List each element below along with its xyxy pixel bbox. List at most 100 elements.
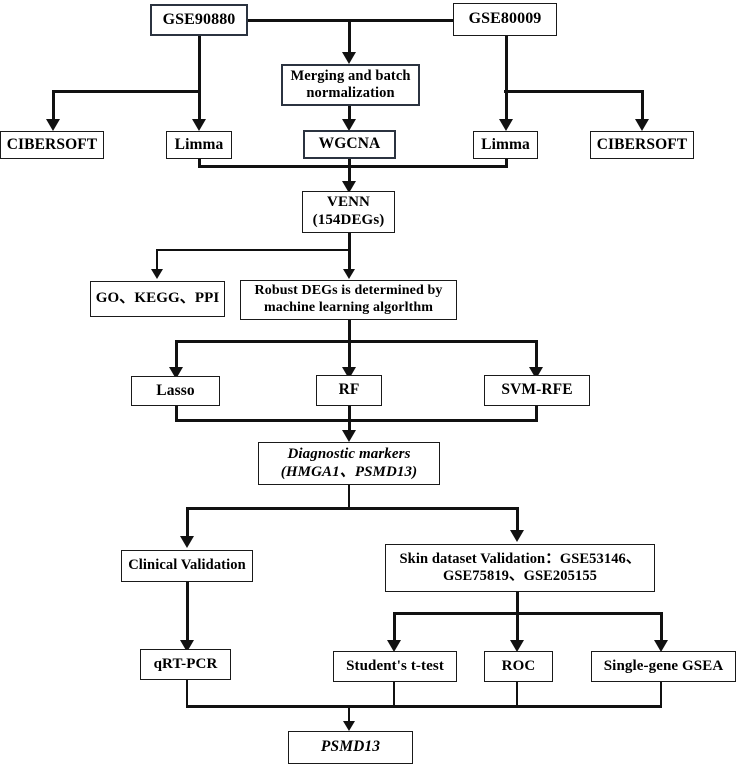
arrowhead-roc xyxy=(510,640,524,652)
node-gse90880-label: GSE90880 xyxy=(162,10,236,28)
arrowhead-skin-validation xyxy=(510,530,524,542)
node-qrt-pcr: qRT-PCR xyxy=(140,649,231,680)
arrowhead-students-t-test xyxy=(387,640,401,652)
node-cibersoft-right-label: CIBERSOFT xyxy=(596,135,688,153)
arrowhead-enrichment xyxy=(151,269,163,279)
node-single-gene-gsea-label: Single-gene GSEA xyxy=(603,657,724,674)
arrowhead-robust-degs xyxy=(343,269,355,279)
edge-skin-down xyxy=(516,592,519,614)
edge-venn-merge-bar xyxy=(198,165,507,168)
edge-gse80009-split-bar xyxy=(504,90,643,93)
edge-psmd13-merge-bar xyxy=(186,705,662,708)
node-lasso-label: Lasso xyxy=(156,381,195,399)
node-merging-normalization-label: Merging and batch normalization xyxy=(290,67,411,101)
node-diagnostic-markers: Diagnostic markers (HMGA1、PSMD13) xyxy=(258,442,440,485)
node-qrt-pcr-label: qRT-PCR xyxy=(153,655,218,672)
edge-to-limma-left xyxy=(198,90,201,121)
node-wgcna: WGCNA xyxy=(303,130,396,159)
edge-ml-split-bar xyxy=(175,340,537,343)
node-gse80009: GSE80009 xyxy=(453,3,557,36)
node-clinical-validation: Clinical Validation xyxy=(121,550,253,582)
arrowhead-single-gene-gsea xyxy=(654,640,668,652)
node-wgcna-label: WGCNA xyxy=(318,135,381,153)
node-students-t-test-label: Student's t-test xyxy=(346,657,444,674)
edge-gse90880-down xyxy=(198,36,201,91)
edge-to-limma-right xyxy=(505,90,508,121)
node-cibersoft-left-label: CIBERSOFT xyxy=(6,135,98,153)
node-students-t-test: Student's t-test xyxy=(333,651,457,682)
node-skin-dataset-validation: Skin dataset Validation：GSE53146、 GSE758… xyxy=(385,544,655,592)
edge-rf-to-diagnostic xyxy=(348,406,351,434)
edge-analyses-split-bar xyxy=(393,612,662,615)
arrowhead-cibersoft-right xyxy=(635,119,649,131)
node-gse80009-label: GSE80009 xyxy=(468,10,542,28)
edge-to-psmd13 xyxy=(348,705,350,727)
edge-diagnostic-merge-bar xyxy=(175,419,537,422)
node-go-kegg-ppi-label: GO、KEGG、PPI xyxy=(95,290,220,307)
node-svm-rfe-label: SVM-RFE xyxy=(501,381,573,399)
node-limma-right-label: Limma xyxy=(481,135,530,153)
node-merging-normalization: Merging and batch normalization xyxy=(281,64,420,106)
edge-to-lasso xyxy=(175,340,178,370)
edge-to-enrichment xyxy=(156,249,158,272)
node-rf: RF xyxy=(316,375,382,406)
arrowhead-diagnostic-markers xyxy=(342,430,356,442)
edge-merging-to-wgcna xyxy=(348,106,351,122)
node-cibersoft-right: CIBERSOFT xyxy=(590,131,694,159)
edge-to-cibersoft-right xyxy=(641,90,644,121)
node-single-gene-gsea: Single-gene GSEA xyxy=(591,651,736,682)
edge-gse80009-down xyxy=(505,36,508,91)
node-diagnostic-markers-label: Diagnostic markers (HMGA1、PSMD13) xyxy=(280,445,418,480)
node-limma-right: Limma xyxy=(473,131,538,159)
node-roc: ROC xyxy=(484,651,553,682)
node-cibersoft-left: CIBERSOFT xyxy=(0,131,104,159)
arrowhead-wgcna xyxy=(342,119,356,131)
node-psmd13: PSMD13 xyxy=(288,731,413,764)
edge-ttest-down xyxy=(393,682,395,707)
edge-clinical-to-qrtpcr xyxy=(186,582,189,644)
edge-to-single-gene-gsea xyxy=(660,612,663,644)
arrowhead-merging xyxy=(342,52,356,64)
arrowhead-venn xyxy=(342,181,356,193)
edge-svm-rfe-down xyxy=(535,406,538,422)
edge-to-skin-validation xyxy=(516,507,519,533)
node-gse90880: GSE90880 xyxy=(150,4,248,36)
edge-gsea-down xyxy=(660,682,662,707)
edge-to-students-t-test xyxy=(393,612,396,644)
edge-wgcna-to-venn xyxy=(348,159,351,185)
edge-venn-split-bar xyxy=(156,249,350,251)
node-skin-dataset-validation-label: Skin dataset Validation：GSE53146、 GSE758… xyxy=(399,550,641,584)
edge-qrtpcr-down xyxy=(186,680,188,707)
edge-gse90880-split-bar xyxy=(52,90,200,93)
node-venn-label: VENN (154DEGs) xyxy=(312,194,385,228)
edge-merging-drop xyxy=(348,19,351,53)
edge-to-rf xyxy=(348,340,351,370)
arrowhead-limma-right xyxy=(499,119,513,131)
edge-roc-down xyxy=(516,682,518,707)
arrowhead-limma-left xyxy=(192,119,206,131)
node-robust-degs: Robust DEGs is determined by machine lea… xyxy=(240,280,457,320)
node-lasso: Lasso xyxy=(131,376,220,406)
node-rf-label: RF xyxy=(338,381,360,399)
edge-diagnostic-down xyxy=(348,485,350,509)
edge-to-cibersoft-left xyxy=(52,90,55,121)
edge-venn-down xyxy=(348,233,351,272)
arrowhead-cibersoft-left xyxy=(46,119,60,131)
edge-validation-split-bar xyxy=(186,507,516,510)
node-go-kegg-ppi: GO、KEGG、PPI xyxy=(90,281,225,317)
node-limma-left-label: Limma xyxy=(174,135,224,153)
edge-limma-right-down xyxy=(505,159,508,168)
node-venn: VENN (154DEGs) xyxy=(302,191,395,233)
node-robust-degs-label: Robust DEGs is determined by machine lea… xyxy=(254,283,443,315)
edge-limma-left-down xyxy=(198,159,201,168)
node-psmd13-label: PSMD13 xyxy=(320,738,381,756)
edge-lasso-down xyxy=(175,406,178,422)
arrowhead-clinical-validation xyxy=(180,536,194,548)
edge-to-roc xyxy=(516,612,519,644)
node-clinical-validation-label: Clinical Validation xyxy=(128,557,246,574)
node-limma-left: Limma xyxy=(166,131,232,159)
edge-robust-degs-down xyxy=(348,320,351,342)
arrowhead-psmd13 xyxy=(343,721,355,731)
node-svm-rfe: SVM-RFE xyxy=(484,375,590,406)
